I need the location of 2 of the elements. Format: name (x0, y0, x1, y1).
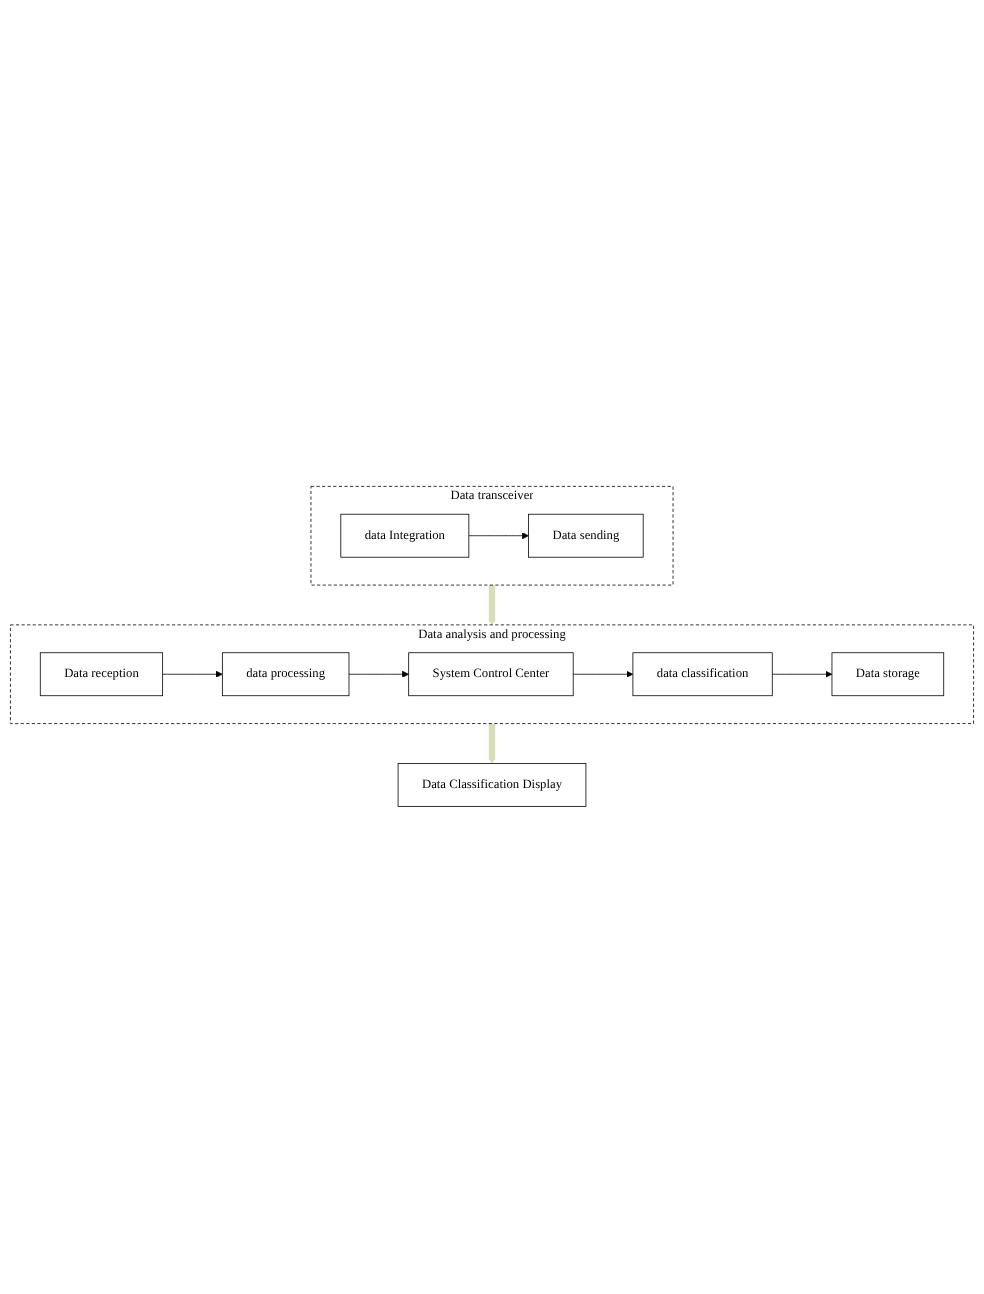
arrow (488, 724, 496, 765)
arrow (488, 585, 496, 626)
